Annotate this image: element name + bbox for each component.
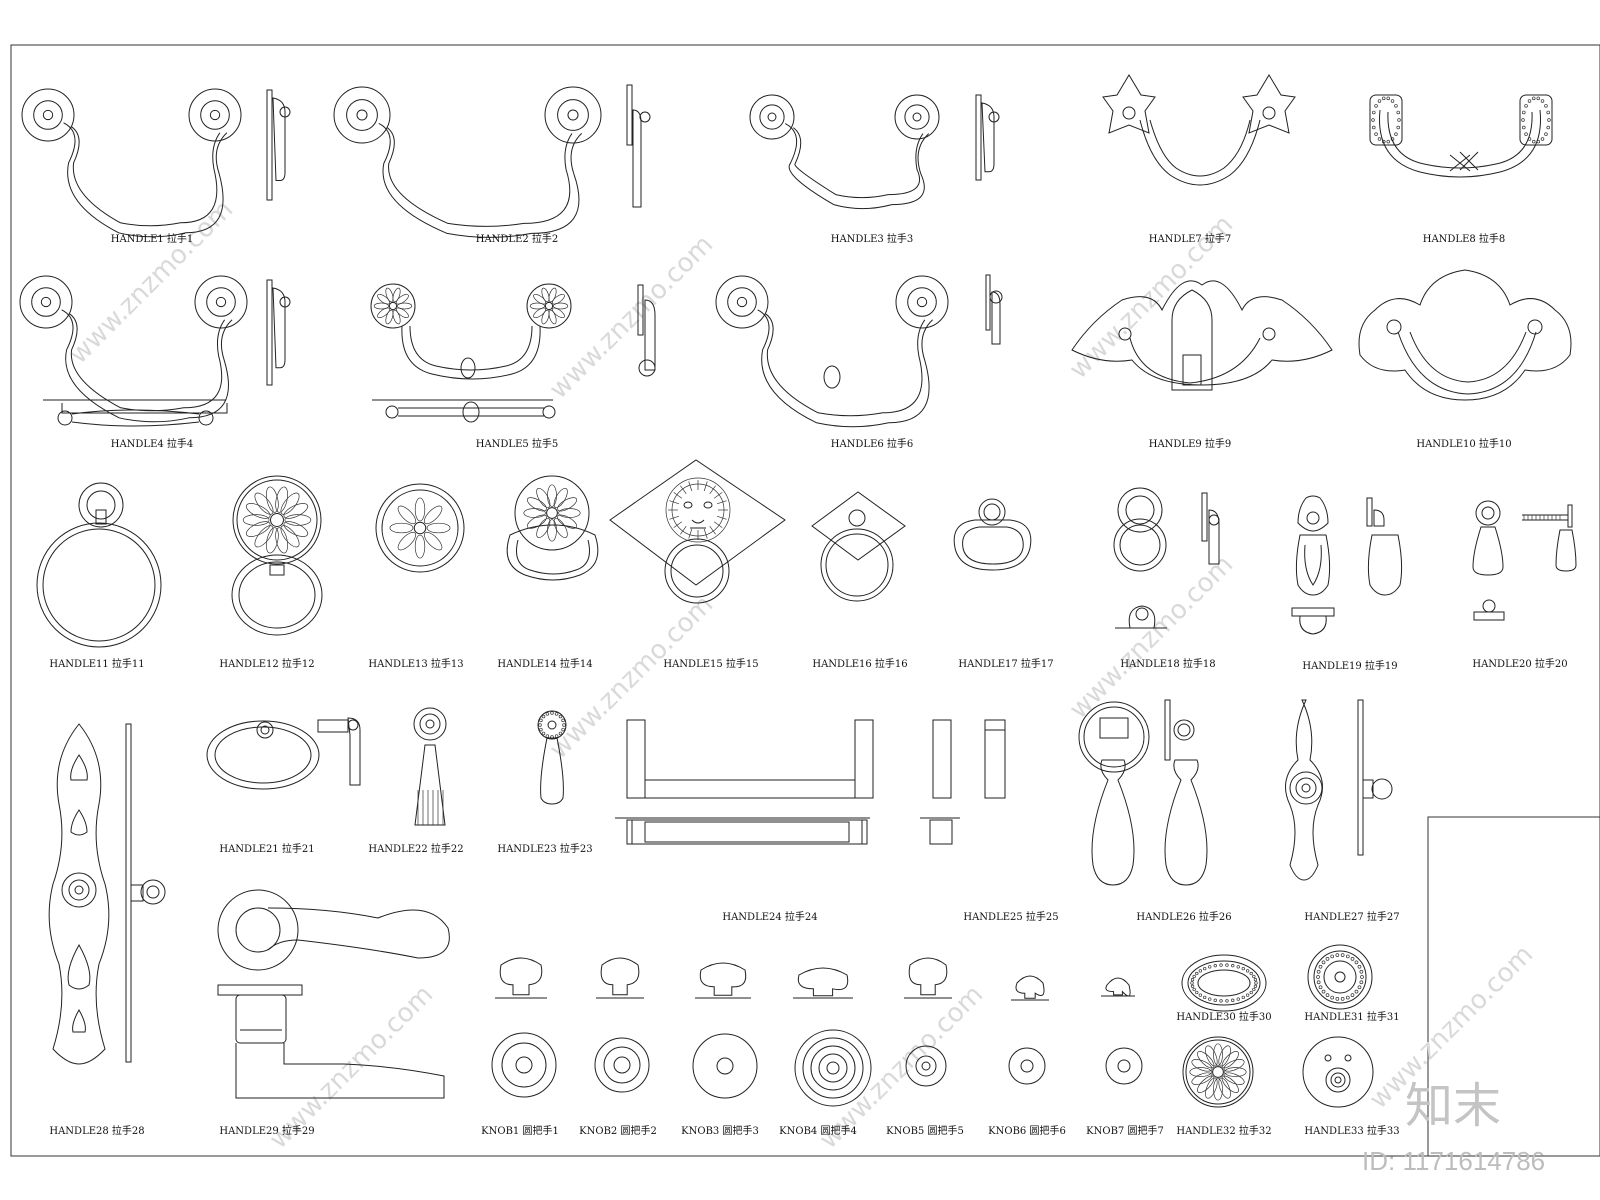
teardrop-pull-icon: [1472, 500, 1577, 621]
item-label: KNOB5 圆把手5: [886, 1124, 964, 1137]
bail-pull-icon: [333, 84, 651, 238]
knob-icon: [1011, 975, 1049, 1001]
tassel-pull-icon: [413, 707, 447, 826]
bail-pull-icon: [715, 274, 1003, 428]
knob-icon: [794, 1029, 872, 1107]
bar-pull-icon: [615, 719, 874, 845]
rosette-ring-pull-icon: [231, 475, 323, 636]
knob-icon: [904, 957, 952, 999]
lion-head-ring-pull-icon: [609, 459, 786, 604]
knob-icon: [905, 1045, 947, 1087]
ornate-backplate-knob-icon: [1285, 699, 1393, 881]
item-label: HANDLE29 拉手29: [219, 1124, 314, 1137]
item-label: HANDLE2 拉手2: [476, 232, 559, 245]
item-label: HANDLE26 拉手26: [1136, 910, 1231, 923]
diamond-plate-ring-pull-icon: [811, 491, 906, 602]
item-label: KNOB2 圆把手2: [579, 1124, 657, 1137]
knob-icon: [594, 1037, 650, 1093]
watermark-text: www.znzmo.com: [544, 590, 719, 765]
sheet-frame: [10, 44, 1600, 1157]
oval-ring-pull-icon: [206, 717, 361, 790]
knob-icon: [1105, 1047, 1143, 1085]
item-label: HANDLE15 拉手15: [663, 657, 758, 670]
item-label: HANDLE3 拉手3: [831, 232, 914, 245]
knob-icon: [495, 957, 547, 999]
item-label: HANDLE19 拉手19: [1302, 659, 1397, 672]
drop-pull-icon: [537, 710, 567, 805]
item-label: HANDLE17 拉手17: [958, 657, 1053, 670]
watermark-text: www.znzmo.com: [64, 195, 239, 370]
watermark-text: www.znzmo.com: [544, 230, 719, 405]
lever-handle-icon: [217, 889, 450, 1099]
item-label: HANDLE33 拉手33: [1304, 1124, 1399, 1137]
knob-icon: [596, 957, 644, 999]
item-label: HANDLE25 拉手25: [963, 910, 1058, 923]
item-label: HANDLE30 拉手30: [1176, 1010, 1271, 1023]
item-label: HANDLE24 拉手24: [722, 910, 817, 923]
beaded-bail-pull-icon: [1369, 94, 1553, 178]
ornate-bail-pull-icon: [1102, 74, 1296, 186]
batwing-plate-pull-icon: [1071, 280, 1333, 391]
beaded-oval-plate-icon: [1181, 954, 1267, 1012]
ring-pull-icon: [36, 482, 162, 648]
item-label: HANDLE32 拉手32: [1176, 1124, 1271, 1137]
item-label: HANDLE21 拉手21: [219, 842, 314, 855]
item-label: HANDLE11 拉手11: [49, 657, 144, 670]
knob-icon: [695, 962, 751, 999]
item-label: HANDLE22 拉手22: [368, 842, 463, 855]
item-label: HANDLE5 拉手5: [476, 437, 559, 450]
item-label: HANDLE13 拉手13: [368, 657, 463, 670]
rosette-bail-pull-icon: [370, 283, 656, 423]
bar-pull-end-icon: [920, 719, 1006, 845]
item-label: HANDLE16 拉手16: [812, 657, 907, 670]
item-label: HANDLE4 拉手4: [111, 437, 194, 450]
item-label: HANDLE20 拉手20: [1472, 657, 1567, 670]
item-label: HANDLE31 拉手31: [1304, 1010, 1399, 1023]
watermark-text: www.znzmo.com: [1064, 550, 1239, 725]
batwing-plate-pull-icon: [1358, 269, 1572, 401]
hardware-drawings: [19, 74, 1577, 1108]
knob-icon: [1008, 1047, 1046, 1085]
knob-icon: [1101, 977, 1135, 997]
knob-icon: [692, 1033, 758, 1099]
item-labels: HANDLE1 拉手1 HANDLE2 拉手2 HANDLE3 拉手3 HANDLE7…: [49, 232, 1567, 1137]
item-label: HANDLE23 拉手23: [497, 842, 592, 855]
face-plate-ring-icon: [1302, 1036, 1374, 1108]
flower-ring-pull-icon: [375, 483, 465, 573]
bail-pull-icon: [749, 94, 1000, 210]
item-label: KNOB7 圆把手7: [1086, 1124, 1164, 1137]
oval-ring-pull-icon: [953, 498, 1032, 571]
item-label: KNOB6 圆把手6: [988, 1124, 1066, 1137]
bail-pull-icon: [19, 275, 291, 427]
rosette-plate-icon: [1182, 1036, 1254, 1108]
item-label: HANDLE12 拉手12: [219, 657, 314, 670]
beaded-round-plate-icon: [1307, 944, 1373, 1010]
knob-icon: [793, 967, 853, 999]
item-label: HANDLE9 拉手9: [1149, 437, 1232, 450]
knob-icon: [491, 1032, 557, 1098]
item-label: HANDLE18 拉手18: [1120, 657, 1215, 670]
item-label: KNOB1 圆把手1: [481, 1124, 559, 1137]
item-label: HANDLE8 拉手8: [1423, 232, 1506, 245]
ring-pull-icon: [1113, 487, 1220, 629]
item-label: HANDLE7 拉手7: [1149, 232, 1232, 245]
item-label: HANDLE10 拉手10: [1416, 437, 1511, 450]
backplate-knob-icon: [48, 723, 166, 1065]
item-label: KNOB4 圆把手4: [779, 1124, 857, 1137]
item-label: HANDLE14 拉手14: [497, 657, 592, 670]
item-label: KNOB3 圆把手3: [681, 1124, 759, 1137]
item-label: HANDLE27 拉手27: [1304, 910, 1399, 923]
image-id-text: ID: 1171614786: [1362, 1146, 1545, 1176]
brand-logo: 知末: [1405, 1078, 1501, 1134]
bail-pull-icon: [21, 88, 291, 238]
item-label: HANDLE1 拉手1: [111, 232, 194, 245]
teardrop-pull-icon: [1291, 495, 1403, 635]
title-block-frame: [1427, 816, 1600, 1156]
bottle-drop-pull-icon: [1078, 699, 1208, 886]
item-label: HANDLE28 拉手28: [49, 1124, 144, 1137]
flower-ring-pull-icon: [506, 475, 599, 581]
item-label: HANDLE6 拉手6: [831, 437, 914, 450]
